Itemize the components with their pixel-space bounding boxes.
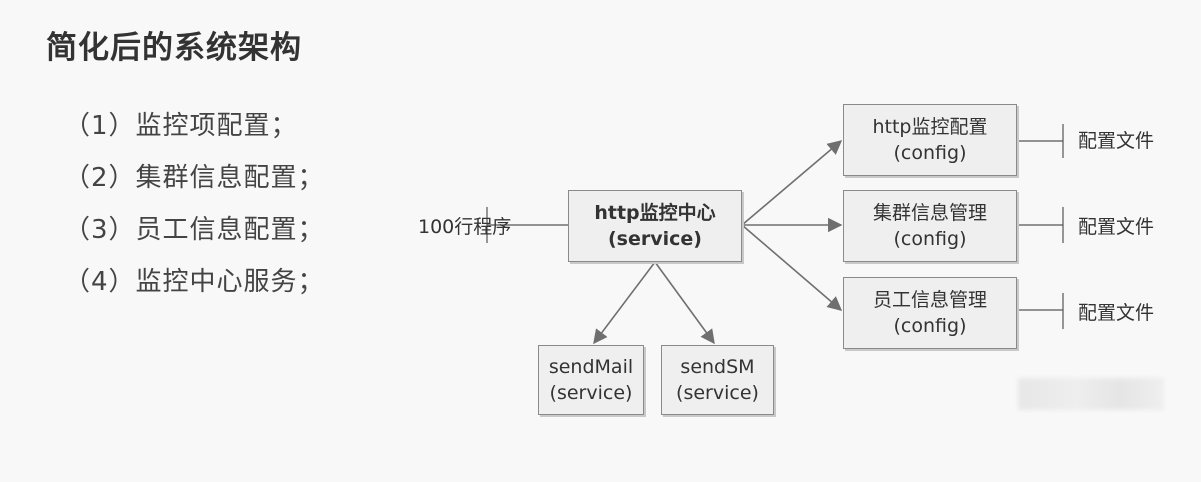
- sendsm-subtitle: (service): [676, 382, 759, 404]
- sendmail-title: sendMail: [548, 356, 634, 378]
- bullet-item: （4）监控中心服务；: [64, 267, 325, 297]
- config-title: 集群信息管理: [872, 202, 987, 224]
- input-bracket: [486, 207, 568, 243]
- bullet-list: （1）监控项配置； （2）集群信息配置； （3）员工信息配置； （4）监控中心服…: [64, 100, 325, 308]
- config-title: 员工信息管理: [872, 289, 987, 311]
- sendsm-service-box: sendSM (service): [661, 345, 774, 415]
- file-bracket-1: [1017, 124, 1064, 158]
- blurred-watermark: [1018, 378, 1164, 410]
- config-subtitle: (config): [893, 228, 967, 250]
- staff-config-box: 员工信息管理 (config): [843, 277, 1017, 349]
- config-subtitle: (config): [893, 315, 967, 337]
- config-subtitle: (config): [893, 142, 967, 164]
- center-service-subtitle: (service): [608, 228, 702, 250]
- arrow-to-http-config: [741, 140, 843, 226]
- input-label: 100行程序: [418, 216, 512, 238]
- sendmail-subtitle: (service): [549, 382, 633, 404]
- config-file-label: 配置文件: [1078, 216, 1155, 238]
- bullet-item: （2）集群信息配置；: [64, 163, 325, 193]
- sendmail-service-box: sendMail (service): [538, 345, 644, 415]
- sendsm-title: sendSM: [680, 356, 755, 378]
- center-service-title: http监控中心: [594, 202, 716, 224]
- http-config-box: http监控配置 (config): [843, 104, 1017, 176]
- arrow-to-staff-config: [741, 224, 843, 311]
- arrow-to-sendmail: [593, 261, 656, 345]
- bullet-item: （3）员工信息配置；: [64, 215, 325, 245]
- center-service-box: http监控中心 (service): [568, 190, 742, 262]
- bullet-item: （1）监控项配置；: [64, 111, 298, 141]
- config-title: http监控配置: [872, 116, 988, 138]
- arrow-to-sendsm: [654, 261, 715, 345]
- page-title: 简化后的系统架构: [46, 30, 302, 66]
- cluster-config-box: 集群信息管理 (config): [843, 190, 1017, 262]
- file-bracket-2: [1017, 207, 1064, 243]
- file-bracket-3: [1017, 293, 1064, 329]
- config-file-label: 配置文件: [1078, 302, 1155, 324]
- config-file-label: 配置文件: [1078, 130, 1155, 152]
